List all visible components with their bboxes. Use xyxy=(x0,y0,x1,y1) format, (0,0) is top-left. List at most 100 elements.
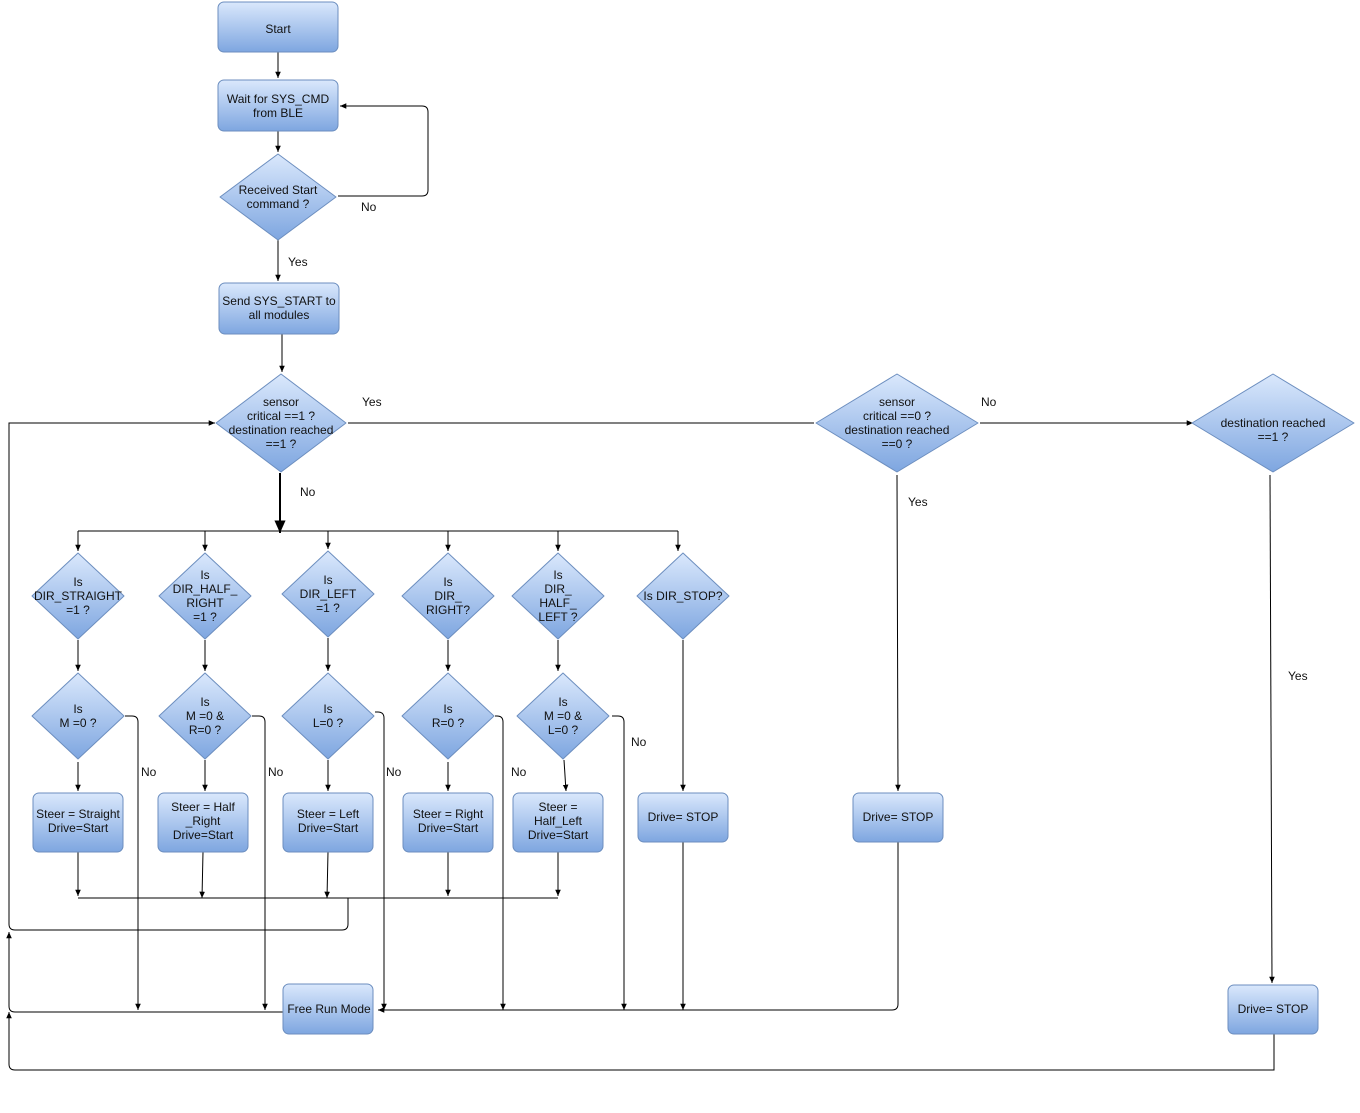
node-text-line: R=0 ? xyxy=(432,716,465,730)
node-text-line: Is xyxy=(443,702,452,716)
edges xyxy=(6,52,1275,1071)
node-text-line: sensor xyxy=(263,395,299,409)
node-text-line: Drive= STOP xyxy=(1238,1002,1309,1016)
node-text-line: L=0 ? xyxy=(548,723,579,737)
node-text-line: Drive= STOP xyxy=(648,810,719,824)
drive-stop-node-3-text: Drive= STOP xyxy=(1238,1002,1309,1016)
edge-sensor0-yes-drive xyxy=(895,474,901,792)
start-node-text: Start xyxy=(265,22,291,36)
edge-r0-no-free xyxy=(495,715,506,1010)
node-text-line: Drive=Start xyxy=(528,828,589,842)
node-text-line: Is DIR_STOP? xyxy=(643,589,722,603)
is-l0-decision xyxy=(281,672,375,760)
label-sensor0-no: No xyxy=(981,395,997,409)
node-text-line: Received Start xyxy=(239,183,318,197)
steer-half-left-node xyxy=(512,792,604,853)
steer-left-node xyxy=(282,792,374,853)
label-l0-no: No xyxy=(386,765,402,779)
node-text-line: M =0 & xyxy=(186,709,224,723)
node-text-line: R=0 ? xyxy=(189,723,222,737)
label-m0r0-no: No xyxy=(268,765,284,779)
node-text-line: LEFT ? xyxy=(538,610,577,624)
node-text-line: sensor xyxy=(879,395,915,409)
node-text-line: M =0 & xyxy=(544,709,582,723)
edge-m0l0-no-free xyxy=(612,715,627,1010)
send-start-node xyxy=(218,282,340,335)
node-text-line: =1 ? xyxy=(193,610,217,624)
node-text-line: all modules xyxy=(249,308,310,322)
is-m0-r0-decision xyxy=(158,672,252,760)
node-text-line: critical ==1 ? xyxy=(247,409,315,423)
node-text-line: ==0 ? xyxy=(882,437,913,451)
node-text-line: critical ==0 ? xyxy=(863,409,931,423)
drive-stop-node-1 xyxy=(637,792,729,843)
node-text-line: L=0 ? xyxy=(313,716,344,730)
sensor-critical-0-decision xyxy=(815,373,979,473)
node-text-line: from BLE xyxy=(253,106,303,120)
node-text-line: Half_Left xyxy=(534,814,583,828)
node-text-line: DIR_ xyxy=(434,589,462,603)
is-dir-stop-decision-text: Is DIR_STOP? xyxy=(643,589,722,603)
label-destination-yes: Yes xyxy=(1288,669,1308,683)
node-text-line: Steer = xyxy=(538,800,577,814)
node-text-line: Wait for SYS_CMD xyxy=(227,92,330,106)
free-run-mode-node xyxy=(282,983,374,1035)
node-text-line: Is xyxy=(73,575,82,589)
node-text-line: Drive=Start xyxy=(48,821,109,835)
node-text-line: Drive=Start xyxy=(173,828,234,842)
node-text-line: Is xyxy=(73,702,82,716)
label-r0-no: No xyxy=(511,765,527,779)
node-text-line: Steer = Right xyxy=(413,807,484,821)
node-text-line: M =0 ? xyxy=(59,716,96,730)
is-m0-decision xyxy=(31,672,125,760)
edge-m0-no-free xyxy=(125,715,141,1010)
drive-stop-node-1-text: Drive= STOP xyxy=(648,810,719,824)
node-text-line: RIGHT? xyxy=(426,603,470,617)
edge-l0-no-free xyxy=(375,711,387,1010)
is-dir-straight-decision xyxy=(31,552,125,640)
node-text-line: ==1 ? xyxy=(266,437,297,451)
edge-steer-left-collect xyxy=(324,851,330,899)
node-text-line: DIR_LEFT xyxy=(300,587,357,601)
steer-straight-node xyxy=(32,792,124,853)
node-text-line: Free Run Mode xyxy=(287,1002,371,1016)
is-dir-left-decision xyxy=(281,550,375,638)
is-dir-stop-decision xyxy=(636,552,730,640)
node-text-line: _Right xyxy=(185,814,221,828)
node-text-line: RIGHT xyxy=(186,596,224,610)
label-sensor0-yes: Yes xyxy=(908,495,928,509)
steer-right-node xyxy=(402,792,494,853)
node-text-line: Is xyxy=(323,702,332,716)
edge-steer-half-right-collect xyxy=(199,851,205,899)
node-text-line: HALF_ xyxy=(539,596,577,610)
edge-m0r0-no-free xyxy=(252,715,268,1010)
node-text-line: Is xyxy=(200,695,209,709)
node-text-line: DIR_HALF_ xyxy=(173,582,238,596)
node-text-line: Steer = Left xyxy=(297,807,360,821)
node-text-line: DIR_STRAIGHT xyxy=(34,589,123,603)
edge-collector-loop xyxy=(8,420,349,931)
label-m0-no: No xyxy=(141,765,157,779)
label-sensor1-yes: Yes xyxy=(362,395,382,409)
node-text-line: Drive=Start xyxy=(298,821,359,835)
wait-cmd-node xyxy=(217,79,339,132)
free-run-mode-node-text: Free Run Mode xyxy=(287,1002,371,1016)
edge-m0l0-steer xyxy=(562,759,569,792)
label-received-no: No xyxy=(361,200,377,214)
node-text-line: Is xyxy=(323,573,332,587)
is-dir-right-decision xyxy=(401,552,495,640)
label-sensor1-no: No xyxy=(300,485,316,499)
edge-drive3-loop xyxy=(6,1012,1275,1071)
